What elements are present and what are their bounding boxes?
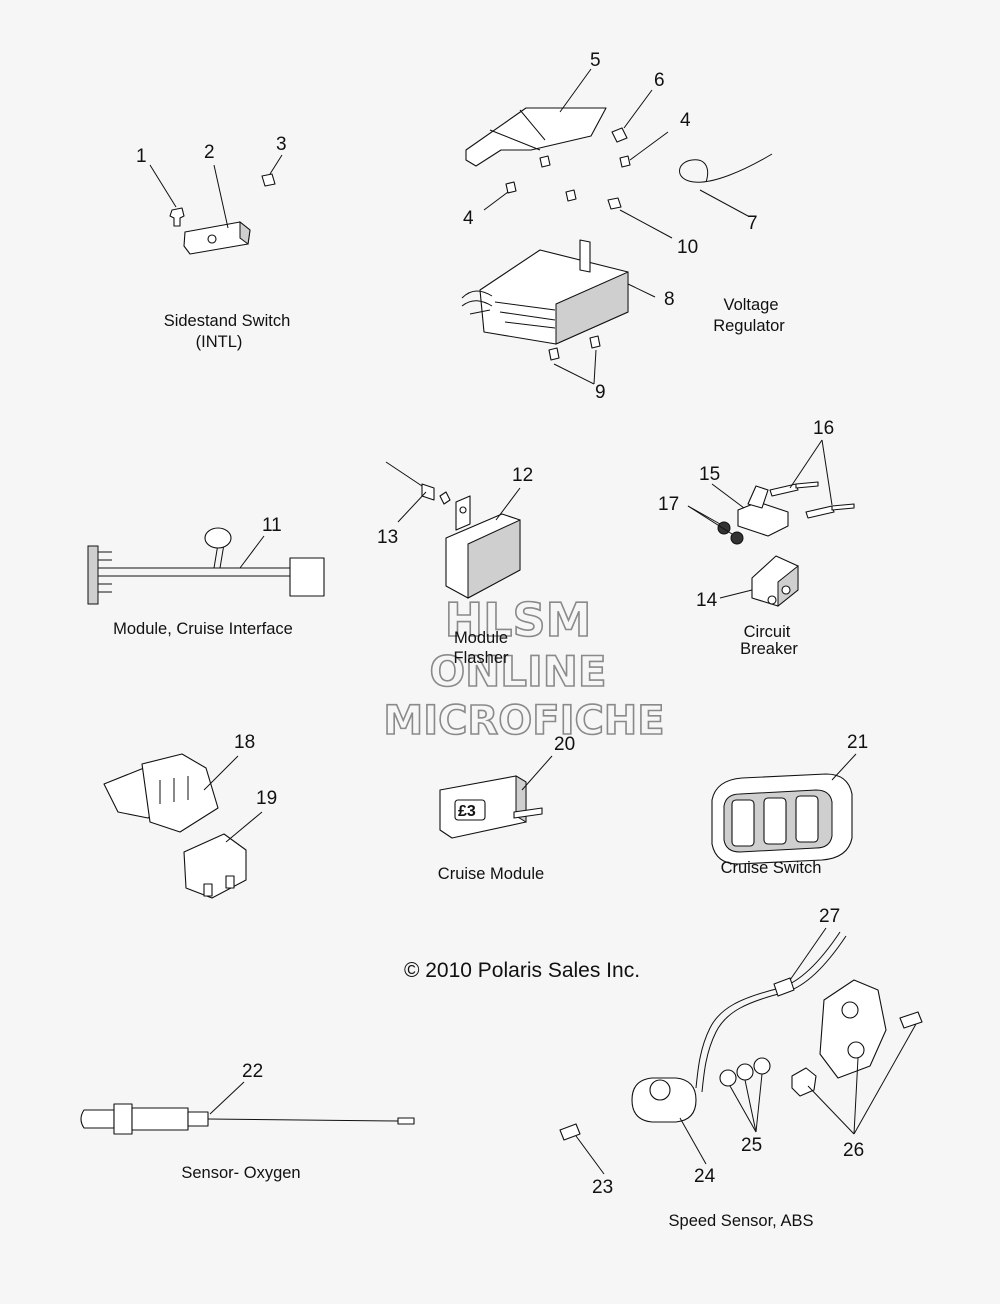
- caption-sidestand-switch: Sidestand Switch: [164, 312, 291, 330]
- watermark-line-3: MICROFICHE: [383, 698, 664, 744]
- callout-3: 3: [276, 134, 287, 155]
- caption-cruise-module: Cruise Module: [438, 865, 544, 883]
- caption-breaker: Breaker: [740, 640, 798, 658]
- voltage-regulator-parts: [461, 68, 773, 385]
- callout-4-lower: 4: [463, 208, 474, 229]
- caption-circuit: Circuit: [744, 623, 791, 641]
- callout-5: 5: [590, 50, 601, 71]
- caption-sidestand-intl: (INTL): [196, 333, 243, 351]
- sidestand-switch-parts: [149, 154, 283, 255]
- callout-22: 22: [242, 1061, 263, 1082]
- caption-speed-sensor-abs: Speed Sensor, ABS: [669, 1212, 814, 1230]
- callout-19: 19: [256, 788, 277, 809]
- callout-2: 2: [204, 142, 215, 163]
- callout-12: 12: [512, 465, 533, 486]
- cruise-switch-part: [711, 753, 857, 865]
- speed-sensor-parts: [559, 927, 923, 1175]
- callout-16: 16: [813, 418, 834, 439]
- callout-6: 6: [654, 70, 665, 91]
- callout-4-upper: 4: [680, 110, 691, 131]
- caption-cruise-switch: Cruise Switch: [721, 859, 822, 877]
- copyright-notice: © 2010 Polaris Sales Inc.: [404, 959, 640, 982]
- captions: Sidestand Switch (INTL) Voltage Regulato…: [113, 296, 821, 1230]
- callout-17: 17: [658, 494, 679, 515]
- caption-voltage: Voltage: [723, 296, 778, 314]
- watermark: HLSM ONLINE MICROFICHE: [383, 592, 666, 745]
- callout-15: 15: [699, 464, 720, 485]
- oxygen-sensor-part: [80, 1081, 415, 1135]
- cruise-interface-module: [87, 527, 325, 605]
- caption-sensor-oxygen: Sensor- Oxygen: [181, 1164, 300, 1182]
- callout-numbers: 1 2 3 5 6 4 4 7 10 8 9 16 15 17 12 13 11…: [136, 50, 868, 1198]
- watermark-line-2: ONLINE: [429, 647, 606, 696]
- watermark-line-1: HLSM: [445, 593, 592, 647]
- caption-module-cruise-interface: Module, Cruise Interface: [113, 620, 293, 638]
- module-mark: £3: [458, 803, 476, 820]
- caption-flasher: Flasher: [453, 649, 509, 667]
- caption-regulator: Regulator: [713, 317, 785, 335]
- callout-7: 7: [747, 213, 758, 234]
- callout-9: 9: [595, 382, 606, 403]
- callout-11: 11: [262, 515, 282, 536]
- callout-23: 23: [592, 1177, 613, 1198]
- callout-25: 25: [741, 1135, 762, 1156]
- callout-14: 14: [696, 590, 718, 611]
- callout-26: 26: [843, 1140, 864, 1161]
- callout-13: 13: [377, 527, 398, 548]
- circuit-breaker-parts: [687, 439, 855, 608]
- callout-20: 20: [554, 734, 575, 755]
- callout-24: 24: [694, 1166, 716, 1187]
- callout-8: 8: [664, 289, 675, 310]
- cruise-module-part: £3: [439, 755, 553, 839]
- callout-10: 10: [677, 237, 698, 258]
- callout-27: 27: [819, 906, 840, 927]
- callout-1: 1: [136, 146, 147, 167]
- fuse-parts: [103, 753, 263, 899]
- callout-18: 18: [234, 732, 255, 753]
- caption-module: Module: [454, 629, 508, 647]
- module-flasher-parts: [385, 461, 521, 599]
- callout-21: 21: [847, 732, 868, 753]
